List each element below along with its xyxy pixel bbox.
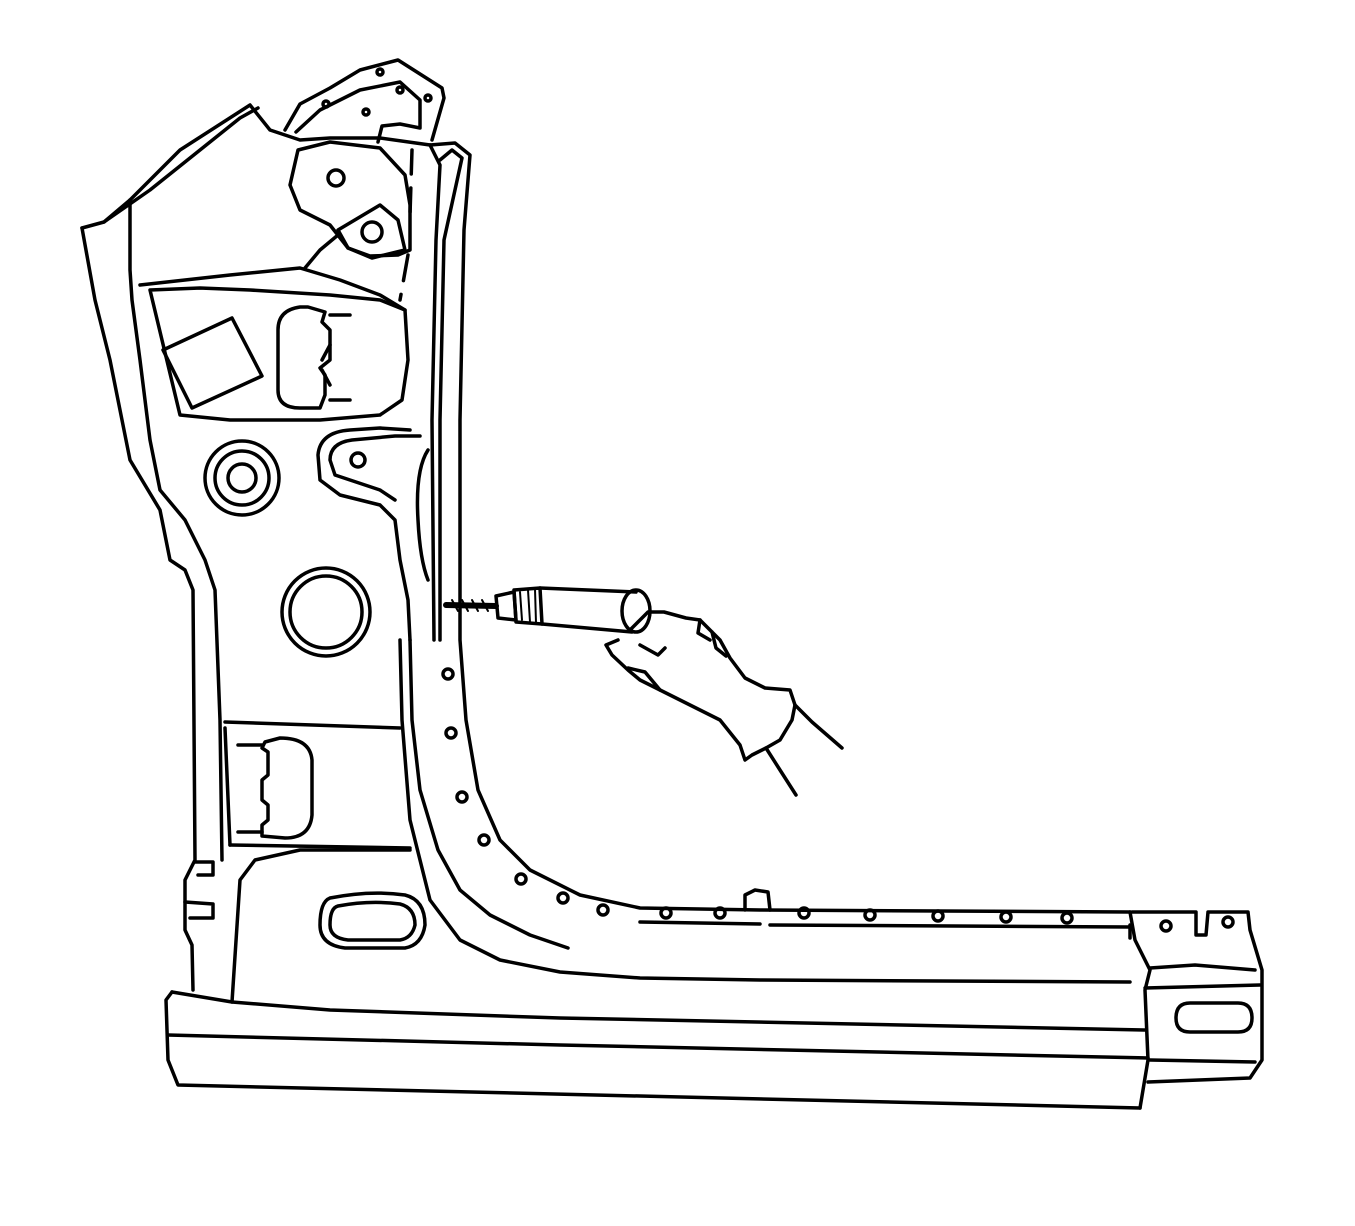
weld-hole <box>455 790 469 804</box>
hole <box>375 67 385 77</box>
weld-hole <box>1221 915 1235 929</box>
weld-hole <box>1159 919 1173 933</box>
weld-hole <box>514 872 528 886</box>
weld-hole <box>713 906 727 920</box>
weld-hole <box>556 891 570 905</box>
hole <box>326 168 346 188</box>
lower-pillar <box>183 638 1132 1004</box>
weld-hole <box>797 906 811 920</box>
hole <box>349 451 367 469</box>
grommet <box>226 462 258 494</box>
hand-icon <box>604 610 844 797</box>
weld-hole <box>441 667 455 681</box>
hinge-pillar-outer-panel <box>80 58 1132 992</box>
upper-panel-details <box>138 140 430 642</box>
weld-hole <box>999 910 1013 924</box>
rocker-panel <box>164 888 1264 1110</box>
weld-hole <box>596 903 610 917</box>
weld-hole <box>863 908 877 922</box>
weld-hole <box>659 906 673 920</box>
hole <box>321 99 331 109</box>
grommet <box>288 574 364 650</box>
weld-hole <box>931 909 945 923</box>
hole <box>395 85 405 95</box>
weld-hole <box>444 726 458 740</box>
grommets <box>203 439 372 658</box>
hole <box>423 93 433 103</box>
grommet <box>203 439 281 517</box>
grommet <box>213 449 271 507</box>
weld-hole <box>477 833 491 847</box>
hole <box>361 107 371 117</box>
grommet <box>280 566 372 658</box>
drill-icon <box>443 586 652 634</box>
weld-holes <box>441 667 1235 933</box>
hole <box>360 220 384 244</box>
weld-hole <box>1060 911 1074 925</box>
holes <box>321 67 433 469</box>
